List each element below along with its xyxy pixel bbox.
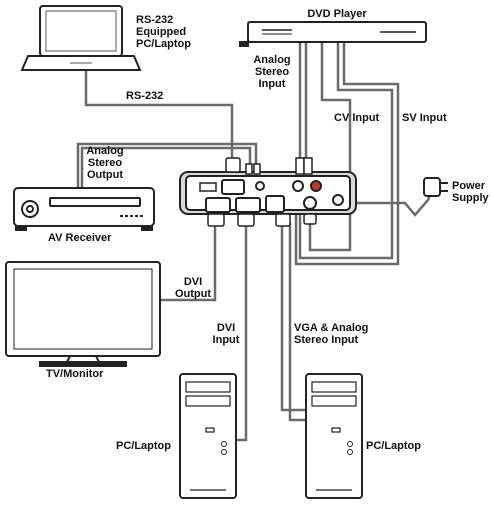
laptop-icon — [20, 5, 142, 71]
vga-input-cable-2 — [288, 222, 306, 422]
cv-input-label: CV Input — [334, 112, 380, 124]
analog-stereo-output-cable-2 — [76, 142, 258, 190]
vga-input-cable — [280, 222, 306, 412]
dvd-player-label: DVD Player — [307, 8, 367, 20]
rs232-pc-label: RS-232 Equipped PC/Laptop — [136, 14, 191, 50]
analog-stereo-input-label: Analog Stereo Input — [253, 54, 291, 90]
tv-monitor-label: TV/Monitor — [46, 368, 104, 380]
rs232-cable — [84, 70, 234, 160]
pc-left-label: PC/Laptop — [116, 440, 171, 452]
sv-input-cable-2 — [294, 40, 400, 266]
rs232-line-label: RS-232 — [126, 90, 164, 102]
vga-analog-input-label: VGA & Analog Stereo Input — [294, 322, 369, 346]
tv-monitor-icon — [5, 261, 161, 367]
dvi-output-cable — [135, 222, 217, 302]
power-adapter-icon — [423, 177, 448, 197]
pc-tower-right-icon — [305, 373, 363, 499]
analog-stereo-output-label: Analog Stereo Output — [86, 145, 124, 181]
power-supply-label: Power Supply — [452, 180, 489, 204]
sv-input-cable — [298, 40, 394, 260]
switcher-device — [179, 171, 357, 215]
pc-tower-left-icon — [179, 373, 237, 499]
connector-plugs — [207, 157, 317, 227]
sv-input-label: SV Input — [402, 112, 447, 124]
av-receiver-label: AV Receiver — [48, 232, 112, 244]
dvd-player-icon — [239, 21, 427, 47]
analog-stereo-output-cable — [80, 146, 252, 190]
av-receiver-icon — [13, 187, 155, 231]
dvi-input-label: DVI Input — [212, 322, 240, 346]
dvi-output-label: DVI Output — [174, 276, 212, 300]
pc-right-label: PC/Laptop — [366, 440, 421, 452]
